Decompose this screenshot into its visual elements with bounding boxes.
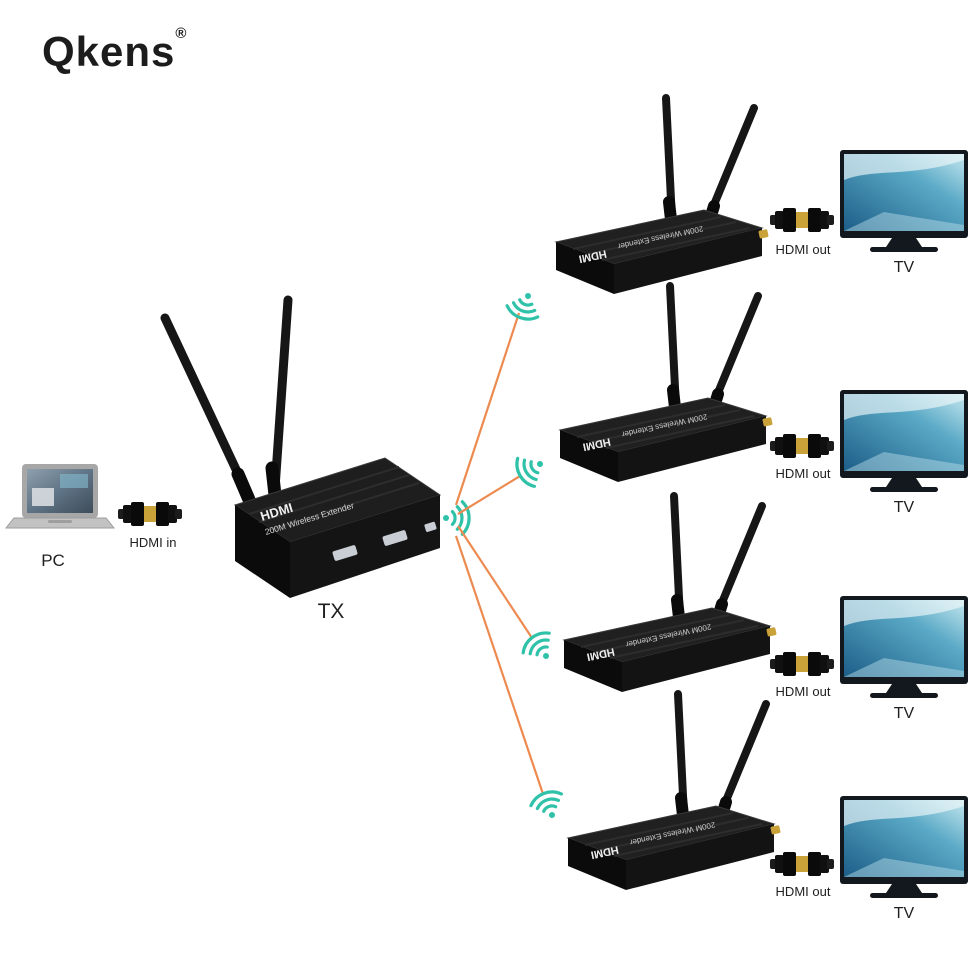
tv-icon-4 [840, 796, 968, 898]
tv-label-3: TV [893, 705, 915, 722]
tv-icon-2 [840, 390, 968, 492]
laptop-icon [4, 464, 116, 529]
tx-hdmi-port-1 [332, 545, 358, 561]
tx-antenna-left [160, 313, 253, 500]
receiver-device-4: 200M Wireless Extender HDMI [568, 694, 781, 890]
tx-hdmi-port-2 [382, 530, 408, 546]
signal-line-4 [454, 535, 545, 795]
brand-name: Qkens [42, 28, 176, 75]
hdmi-out-cable-icon-3 [770, 652, 834, 676]
wifi-icon-rx-3 [517, 626, 563, 670]
svg-text:HDMI: HDMI [586, 645, 616, 663]
svg-text:HDMI: HDMI [578, 247, 608, 265]
tx-usb-port [424, 521, 437, 532]
brand-logo: Qkens® [42, 26, 187, 73]
svg-text:HDMI: HDMI [582, 435, 612, 453]
signal-line-3 [457, 525, 533, 639]
hdmi-in-cable-icon [118, 502, 182, 526]
wifi-icon-rx-4 [526, 786, 570, 826]
signal-line-1 [454, 312, 521, 506]
tx-device: HDMI 200M Wireless Extender [160, 295, 442, 598]
hdmi-out-label-4: HDMI out [775, 884, 831, 899]
tv-icon-3 [840, 596, 968, 698]
hdmi-in-label: HDMI in [129, 535, 177, 550]
tx-label: TX [317, 600, 345, 623]
hdmi-out-cable-icon-4 [770, 852, 834, 876]
hdmi-out-label-1: HDMI out [775, 242, 831, 257]
wifi-icon-tx [441, 500, 471, 536]
svg-text:HDMI: HDMI [590, 843, 620, 861]
wifi-icon-rx-2 [510, 446, 553, 492]
wifi-icon-rx-1 [503, 286, 546, 325]
receiver-device-3: 200M Wireless Extender HDMI [564, 496, 777, 692]
signal-line-2 [457, 475, 521, 515]
tv-label-2: TV [893, 499, 915, 516]
registered-mark: ® [175, 25, 188, 42]
pc-label: PC [41, 551, 65, 570]
tv-icon-1 [840, 150, 968, 252]
receiver-device-2: 200M Wireless Extender HDMI [560, 286, 773, 482]
hdmi-out-label-3: HDMI out [775, 684, 831, 699]
tv-label-4: TV [893, 905, 915, 922]
hdmi-out-cable-icon-2 [770, 434, 834, 458]
tv-label-1: TV [893, 259, 915, 276]
receiver-device-1: 200M Wireless Extender HDMI [556, 98, 769, 294]
tx-antenna-right [270, 295, 293, 493]
hdmi-out-label-2: HDMI out [775, 466, 831, 481]
hdmi-out-cable-icon-1 [770, 208, 834, 232]
